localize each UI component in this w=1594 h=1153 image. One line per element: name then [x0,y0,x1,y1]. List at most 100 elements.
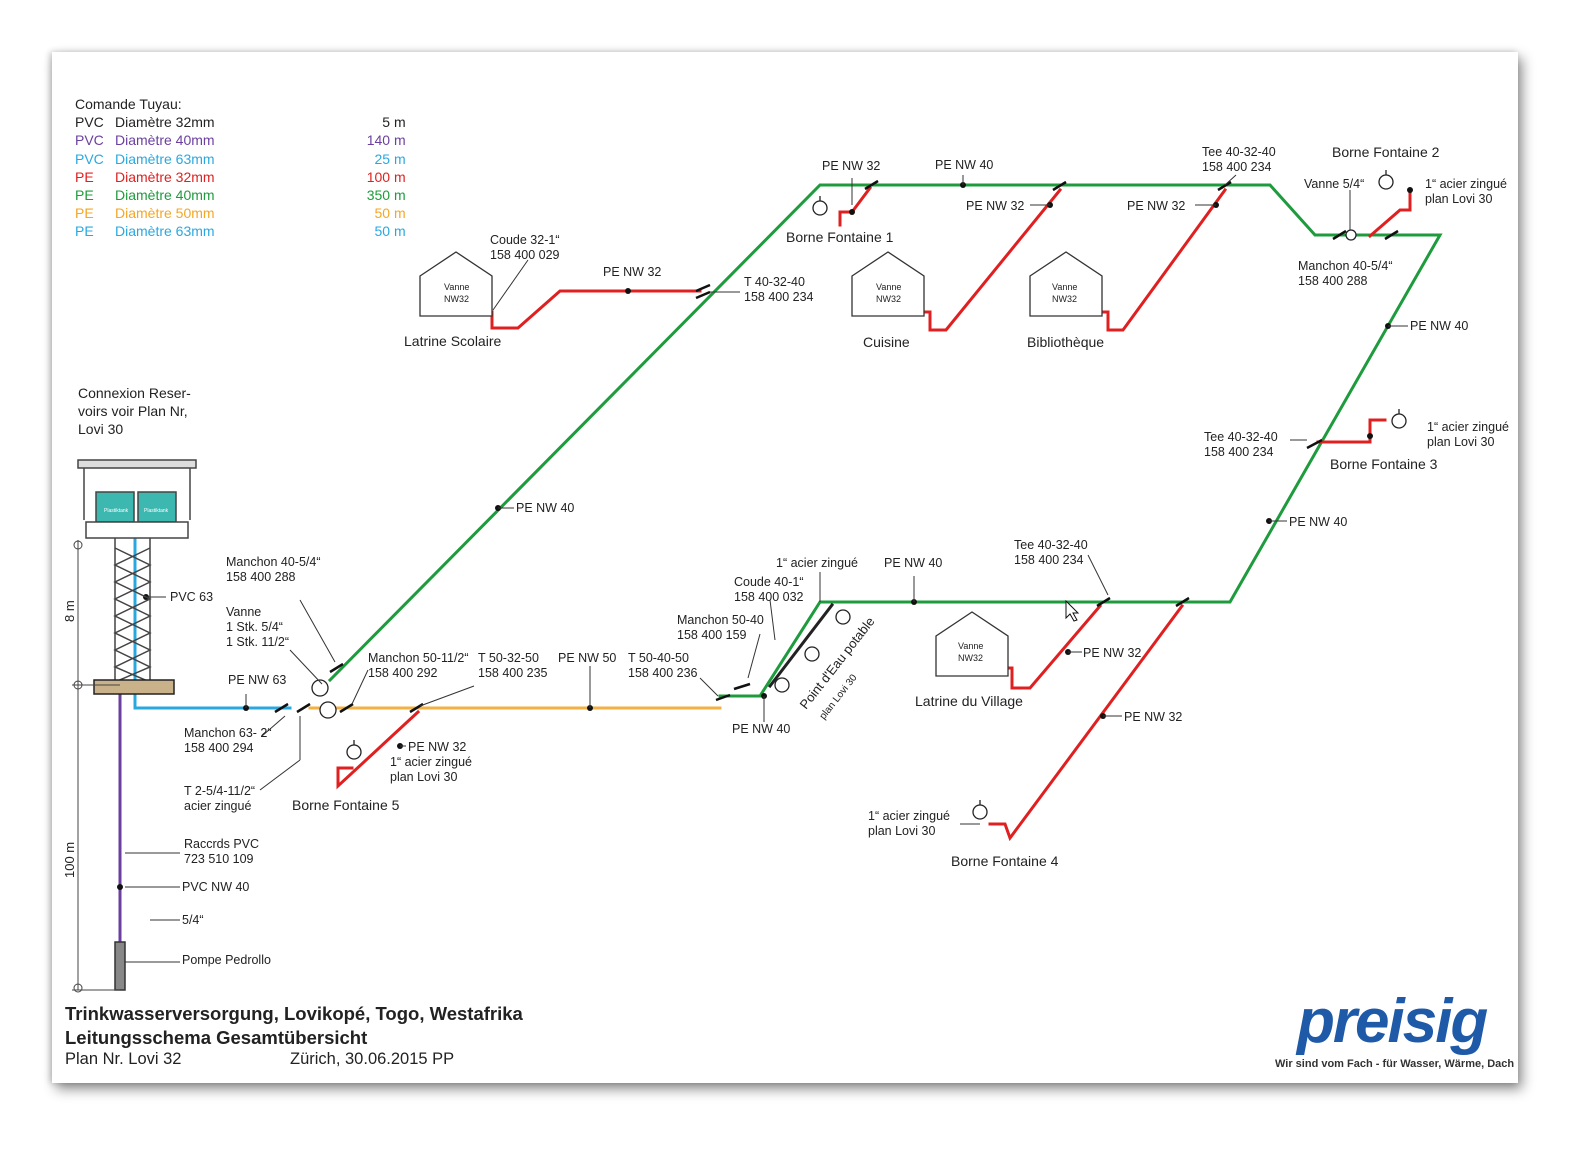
house-latrine-scolaire [419,251,493,317]
legend-diameter: Diamètre 63mm [115,150,215,167]
pe32-latrine-scolaire-pipe [490,289,702,330]
label-nw32-house: NW32 [444,294,469,304]
label-bibliotheque: Bibliothèque [1027,334,1104,350]
preisig-logo: preisig [1297,987,1488,1056]
label-manchon5040-1: Manchon 50-40 [677,613,764,627]
label-dim-100m: 100 m [62,842,77,878]
fitting-tee-mark [1096,596,1111,608]
legend-length: 50 m [374,205,406,222]
label-nw32-house: NW32 [876,294,901,304]
pipe-dot [625,288,631,294]
label-bf3-acier-2: plan Lovi 30 [1427,435,1494,449]
label-t403240-2: 158 400 234 [744,290,814,304]
fitting-tee-mark [715,693,731,702]
label-latrine-village-pe: PE NW 32 [1083,646,1141,660]
plan-number: Plan Nr. Lovi 32 [65,1050,182,1068]
label-coude401-1: Coude 40-1“ [734,575,804,589]
label-latrine-scolaire: Latrine Scolaire [404,333,501,349]
label-t403240-1: T 40-32-40 [744,275,805,289]
legend-material: PE [75,205,94,222]
label-bf1: Borne Fontaine 1 [786,229,894,245]
fitting-tee-mark [329,662,344,674]
label-top-pe40: PE NW 40 [935,158,993,172]
label-t503250-2: 158 400 235 [478,666,548,680]
legend-diameter: Diamètre 40mm [115,132,215,149]
legend-material: PVC [75,114,104,131]
legend-material: PVC [75,150,104,167]
title-line-1: Trinkwasserversorgung, Lovikopé, Togo, W… [65,1003,523,1024]
fitting-tee-mark [274,702,289,714]
legend-length: 350 m [366,186,406,203]
label-manchon63-1: Manchon 63- 2“ [184,726,272,740]
label-bf5-acier-1: 1“ acier zingué [390,755,472,769]
title-line-2: Leitungsschema Gesamtübersicht [65,1027,368,1048]
legend-material: PE [75,186,94,203]
label-bf3: Borne Fontaine 3 [1330,456,1438,472]
drawing-sheet [52,52,1518,1083]
label-tee-bf3-2: 158 400 234 [1204,445,1274,459]
label-biblio-pe: PE NW 32 [1127,199,1185,213]
legend-material: PE [75,168,94,185]
pe32-bf3-pipe [1316,418,1387,444]
fitting-tee-mark [296,702,311,714]
legend-length: 5 m [382,114,406,131]
label-t503250-1: T 50-32-50 [478,651,539,665]
label-vanne-1: Vanne [226,605,261,619]
label-acier-pt: 1“ acier zingué [776,556,858,570]
logo-slogan: Wir sind vom Fach - für Wasser, Wärme, D… [1275,1058,1515,1070]
label-vanne-house: Vanne [958,641,983,651]
label-dim-8m: 8 m [62,600,77,622]
label-vanne-house: Vanne [1052,282,1077,292]
legend-diameter: Diamètre 63mm [115,223,215,240]
tank-label: Plastiktank [104,508,129,514]
label-cuisine-pe: PE NW 32 [966,199,1024,213]
house-cuisine [851,251,925,317]
label-connexion-3: Lovi 30 [78,421,123,437]
label-tee-top-2: 158 400 234 [1202,160,1272,174]
label-bf5-pe: PE NW 32 [408,740,466,754]
label-vanne-3: 1 Stk. 11/2“ [226,635,289,649]
label-raccords-1: Raccrds PVC [184,837,259,851]
legend-diameter: Diamètre 32mm [115,168,215,185]
house-bibliotheque [1029,251,1103,317]
label-pe-nw40-diag: PE NW 40 [516,501,574,515]
water-tank-left [95,491,135,523]
label-t2-2: acier zingué [184,799,251,813]
label-t504050-2: 158 400 236 [628,666,698,680]
label-tee-mid-2: 158 400 234 [1014,553,1084,567]
pe32-bf2-pipe [1367,188,1412,239]
label-bf4: Borne Fontaine 4 [951,853,1059,869]
label-latrine-village: Latrine du Village [915,693,1023,709]
plan-date: Zürich, 30.06.2015 PP [290,1050,455,1068]
fitting-tee-mark [1384,229,1399,241]
label-coude401-2: 158 400 032 [734,590,804,604]
legend-length: 140 m [366,132,406,149]
label-cuisine: Cuisine [863,334,910,350]
label-pe-nw50: PE NW 50 [558,651,616,665]
pe40-diagonal-pipe [327,183,1443,698]
label-pe40-mid: PE NW 40 [884,556,942,570]
pump-body [114,941,126,991]
label-t504050-1: T 50-40-50 [628,651,689,665]
legend-length: 25 m [374,150,406,167]
legend-material: PE [75,223,94,240]
label-manchon5040-2: 158 400 159 [677,628,747,642]
label-bf5: Borne Fontaine 5 [292,797,400,813]
label-manchon-bf2-1: Manchon 40-5/4“ [1298,259,1393,273]
label-pvc-nw40: PVC NW 40 [182,880,249,894]
label-vanne54: Vanne 5/4“ [1304,177,1364,191]
pipe-dot [849,209,855,215]
fitting-tee-mark [1052,180,1067,192]
fitting-tee-mark [1306,438,1323,450]
label-raccords-2: 723 510 109 [184,852,254,866]
dimension-lines [72,540,120,993]
label-pe-nw63: PE NW 63 [228,673,286,687]
water-tank-right [137,491,177,523]
pe32-bf4-pipe [988,603,1185,842]
label-right-pe40b: PE NW 40 [1289,515,1347,529]
pipe-dot [117,884,123,890]
